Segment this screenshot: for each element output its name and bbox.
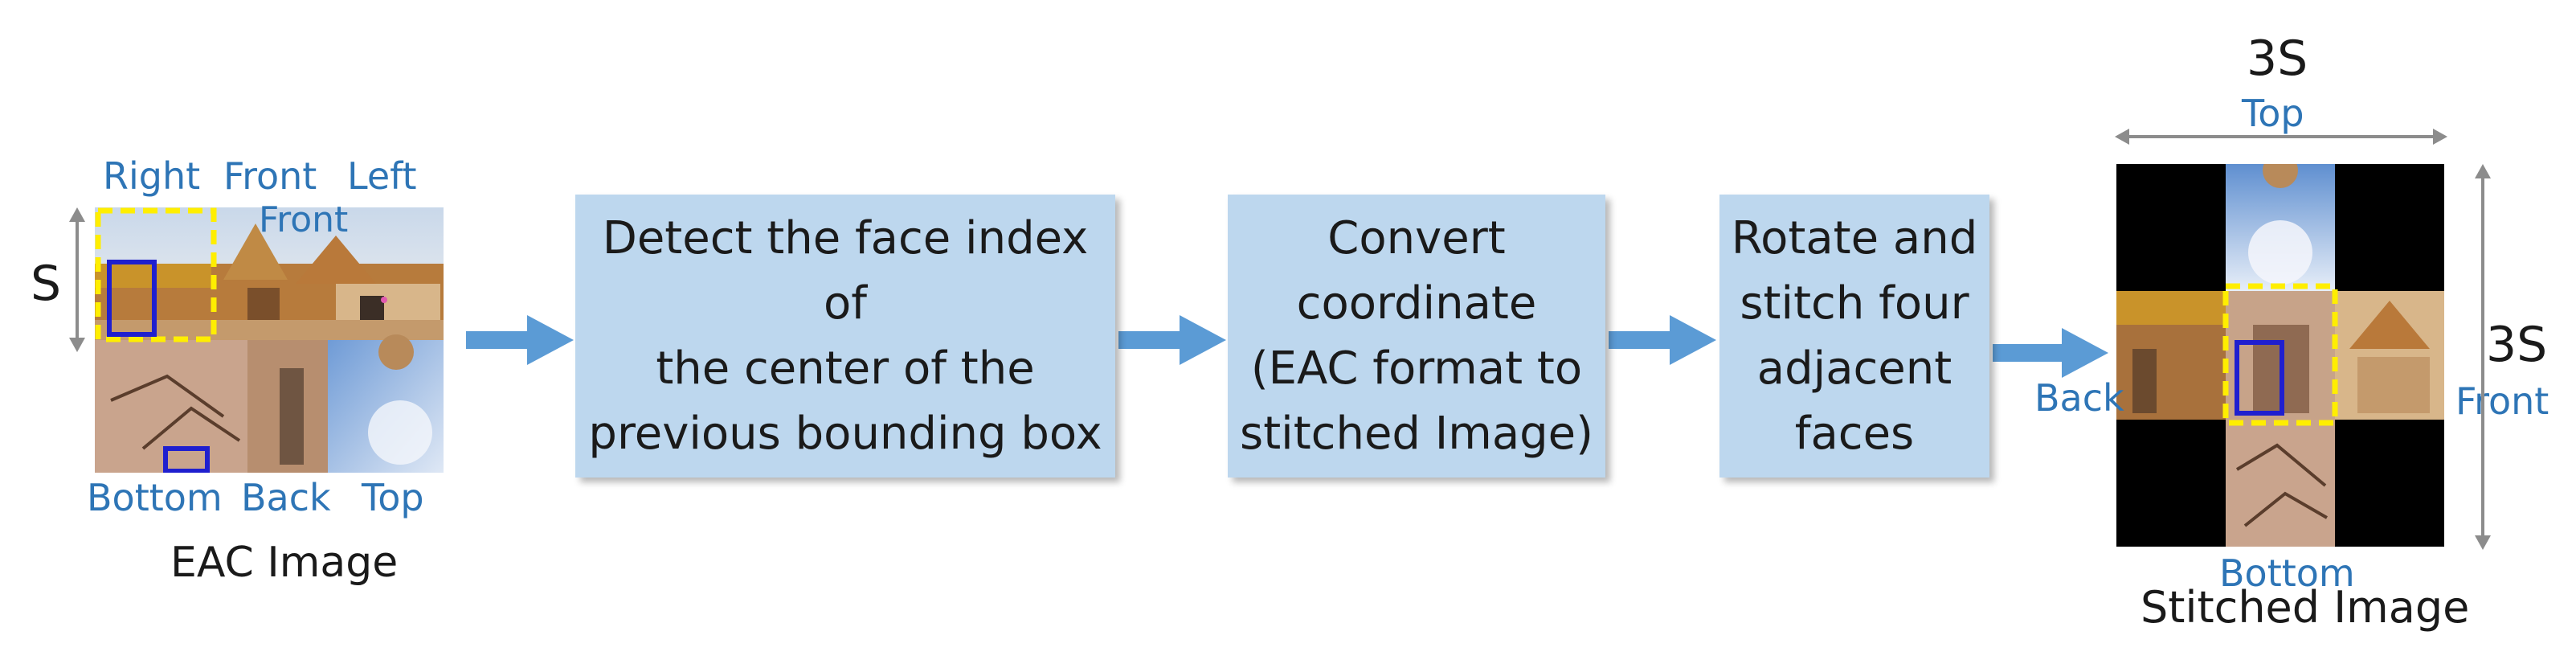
step-rotate-stitch-text: Rotate and stitch four adjacent faces [1731, 211, 1978, 461]
arrow-3 [1609, 315, 1716, 365]
eac-label-back: Back [241, 476, 331, 519]
eac-side-label: S [31, 256, 62, 312]
stitched-label-bottom: Bottom [2219, 551, 2355, 595]
stitched-image [2116, 164, 2444, 547]
arrow-2 [1118, 315, 1226, 365]
stitched-label-top: Top [2242, 92, 2304, 135]
step-convert-coordinate: Convert coordinate (EAC format to stitch… [1228, 195, 1605, 478]
eac-caption: EAC Image [170, 539, 399, 587]
step-detect-face-index: Detect the face index of the center of t… [575, 195, 1115, 478]
eac-label-top: Top [362, 476, 424, 519]
stitched-label-front: Front [2455, 379, 2549, 423]
step-detect-face-index-text: Detect the face index of the center of t… [588, 211, 1102, 461]
eac-image [95, 207, 444, 473]
eac-label-left: Left [347, 154, 417, 198]
eac-label-front: Front [223, 154, 317, 198]
stitched-width-dimension [2115, 129, 2447, 145]
eac-label-front-overlay: Front [259, 199, 349, 240]
eac-label-right: Right [103, 154, 201, 198]
eac-height-dimension [69, 207, 85, 352]
stitched-height-label: 3S [2486, 317, 2548, 373]
eac-label-bottom: Bottom [87, 476, 223, 519]
arrow-4 [1993, 328, 2108, 378]
stitched-image-graphic [2116, 164, 2444, 547]
arrow-1 [466, 315, 574, 365]
step-convert-coordinate-text: Convert coordinate (EAC format to stitch… [1240, 211, 1593, 461]
stitched-width-label: 3S [2247, 31, 2308, 87]
stitched-caption: Stitched Image [2141, 582, 2470, 633]
step-rotate-stitch: Rotate and stitch four adjacent faces [1719, 195, 1989, 478]
eac-image-graphic [95, 207, 444, 473]
stitched-label-back: Back [2034, 376, 2124, 420]
stitched-height-dimension [2475, 164, 2491, 550]
